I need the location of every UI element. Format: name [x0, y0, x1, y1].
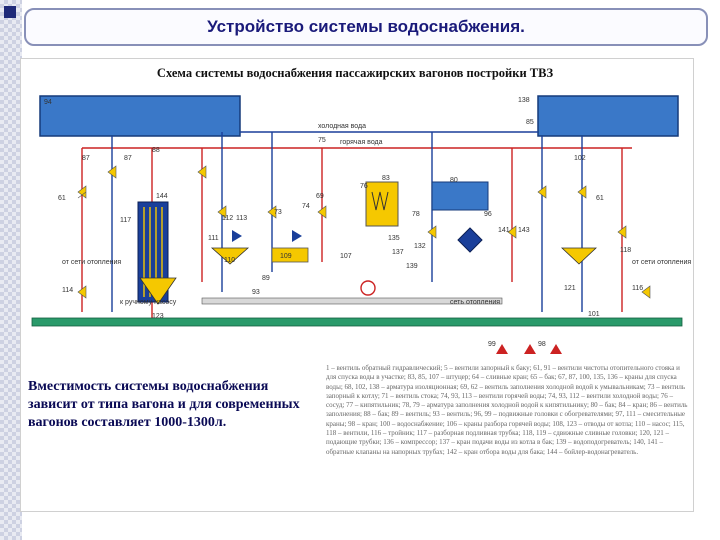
svg-text:61: 61	[58, 195, 66, 202]
svg-text:109: 109	[280, 253, 292, 260]
left-sink-icon	[210, 247, 250, 265]
svg-text:69: 69	[316, 193, 324, 200]
right-water-tank	[537, 95, 679, 137]
hot-water-label: горячая вода	[340, 139, 383, 146]
water-heater	[365, 181, 399, 227]
svg-text:87: 87	[124, 155, 132, 162]
svg-text:73: 73	[274, 209, 282, 216]
heating-label-right: от сети отопления	[632, 259, 691, 266]
svg-text:102: 102	[574, 155, 586, 162]
heating-pipe-lower	[31, 317, 683, 327]
svg-text:137: 137	[392, 249, 404, 256]
svg-text:138: 138	[518, 97, 530, 104]
scheme-title: Схема системы водоснабжения пассажирских…	[156, 66, 554, 80]
drain-heads	[496, 344, 562, 354]
svg-text:85: 85	[526, 119, 534, 126]
valve-triangle-icon	[232, 230, 242, 242]
svg-text:76: 76	[360, 183, 368, 190]
scheme-legend: 1 – вентиль обратный гидравлический; 5 –…	[326, 364, 688, 456]
svg-text:118: 118	[620, 247, 631, 254]
svg-text:113: 113	[236, 215, 247, 222]
svg-text:111: 111	[208, 235, 219, 242]
component-numbers: 94 87 87 88 61 75 117 144 112 113 73 74 …	[44, 97, 643, 348]
right-sink-icon	[560, 247, 598, 265]
heating-pipe-upper	[201, 297, 503, 305]
water-supply-diagram: холодная вода горячая вода	[31, 95, 691, 354]
slide-decor-strip	[0, 0, 22, 540]
svg-text:114: 114	[62, 287, 73, 294]
svg-text:110: 110	[224, 257, 235, 264]
small-tank	[271, 247, 309, 263]
svg-text:94: 94	[44, 99, 52, 106]
cold-water-label: холодная вода	[318, 123, 366, 130]
svg-text:135: 135	[388, 235, 400, 242]
svg-text:139: 139	[406, 263, 418, 270]
svg-text:98: 98	[538, 341, 546, 348]
svg-text:83: 83	[382, 175, 390, 182]
slide-bullet-icon	[4, 6, 16, 18]
valve-triangle-icon-2	[292, 230, 302, 242]
svg-text:80: 80	[450, 177, 458, 184]
manual-pump-label: к ручному насосу	[120, 299, 177, 306]
slide-title-bar: Устройство системы водоснабжения.	[24, 8, 708, 46]
svg-text:99: 99	[488, 341, 496, 348]
svg-text:78: 78	[412, 211, 420, 218]
heating-net-label: сеть отопления	[450, 299, 500, 306]
slide-caption: Вместимость системы водоснабжения зависи…	[28, 379, 300, 430]
hot-water-tank	[431, 181, 489, 211]
svg-text:116: 116	[632, 285, 643, 292]
valve-icons	[77, 165, 651, 299]
svg-text:144: 144	[156, 193, 168, 200]
svg-text:74: 74	[302, 203, 310, 210]
heating-label-left: от сети отопления	[62, 259, 121, 266]
svg-text:87: 87	[82, 155, 90, 162]
svg-text:121: 121	[564, 285, 576, 292]
heater-element	[371, 191, 389, 211]
svg-text:88: 88	[152, 147, 160, 154]
svg-text:61: 61	[596, 195, 604, 202]
svg-text:112: 112	[222, 215, 233, 222]
svg-text:123: 123	[152, 313, 164, 320]
pump-icon	[360, 280, 376, 296]
svg-text:117: 117	[120, 217, 131, 224]
svg-text:141: 141	[498, 227, 510, 234]
svg-text:101: 101	[588, 311, 600, 318]
svg-text:75: 75	[318, 137, 326, 144]
svg-text:107: 107	[340, 253, 352, 260]
filter-diamond-icon	[457, 227, 483, 253]
boiler-coil	[143, 207, 163, 297]
svg-text:93: 93	[252, 289, 260, 296]
left-water-tank	[39, 95, 241, 137]
svg-text:132: 132	[414, 243, 426, 250]
slide-title: Устройство системы водоснабжения.	[207, 17, 525, 36]
washbasin-icon	[139, 277, 177, 305]
svg-text:143: 143	[518, 227, 530, 234]
svg-text:96: 96	[484, 211, 492, 218]
svg-text:89: 89	[262, 275, 270, 282]
